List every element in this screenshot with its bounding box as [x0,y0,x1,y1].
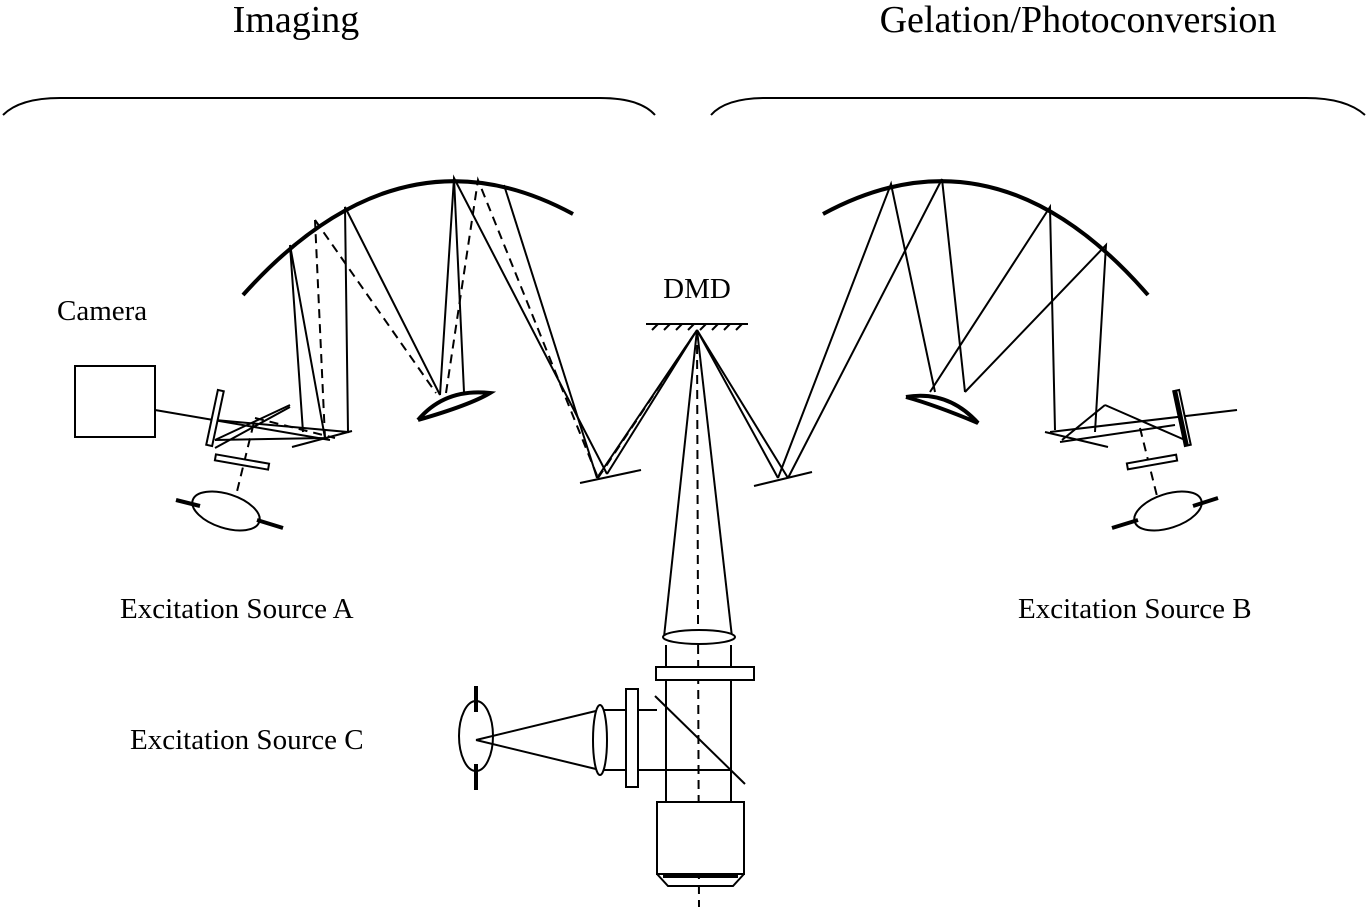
source-a-label: Excitation Source A [120,593,354,625]
imaging-brace [2,97,656,116]
objective-icon [656,801,745,875]
gelation-heading: Gelation/Photoconversion [880,0,1277,41]
objective-tip [656,873,745,887]
camera-label: Camera [57,295,147,327]
gelation-brace [710,97,1366,116]
gelation-grating [753,471,813,487]
imaging-concave-mirror [241,179,574,297]
tube-lens [662,629,736,645]
imaging-dashed-rays [229,176,698,521]
source-c-label: Excitation Source C [130,724,364,756]
imaging-heading: Imaging [233,0,360,41]
dmd-icon [646,323,748,331]
excitation-source-c-lamp-icon [458,686,494,790]
source-c-filter [625,688,639,788]
dmd-label: DMD [663,273,731,305]
imaging-fold-mirror [291,430,353,448]
excitation-source-b-lamp-icon [1111,490,1219,532]
imaging-ray-dichroic [214,406,291,449]
camera-icon [74,365,156,438]
imaging-grating [579,469,642,484]
imaging-optics [74,365,642,532]
gelation-optics [753,388,1219,532]
gelation-rays [696,178,1238,521]
imaging-solid-rays [154,174,698,479]
gelation-secondary-mirror [905,393,980,425]
dichroic-filter-plate [655,666,755,681]
excitation-source-a-lamp-icon [175,490,284,532]
imaging-excitation-filter [213,453,271,471]
imaging-filter [205,388,225,448]
imaging-secondary-mirror [416,390,497,422]
excitation-source-c-path [458,686,731,790]
gelation-excitation-filter [1125,453,1179,471]
collimator-lens [592,704,608,776]
gelation-concave-mirror [822,179,1150,297]
gelation-fold-mirror [1044,431,1109,448]
central-beam-path [654,329,755,907]
source-b-label: Excitation Source B [1018,593,1252,625]
